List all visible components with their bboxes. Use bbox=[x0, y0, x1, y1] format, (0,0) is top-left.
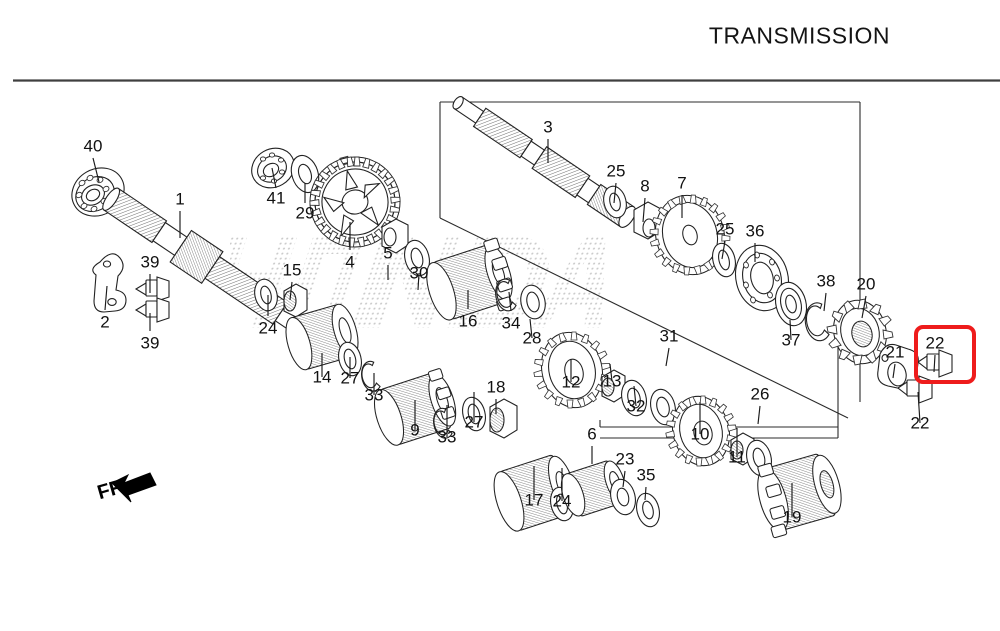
callout-number-24: 24 bbox=[258, 318, 278, 338]
part-13-needle-bearing bbox=[601, 369, 626, 403]
part-20-drive-sprocket bbox=[826, 298, 894, 366]
part-14-mainshaft-fifth-gear bbox=[285, 303, 359, 371]
callout-number-35: 35 bbox=[636, 465, 656, 485]
callout-number-24: 24 bbox=[552, 491, 572, 511]
callout-number-33: 33 bbox=[364, 385, 384, 405]
part-28-spline-washer bbox=[520, 284, 546, 320]
part-19-countershaft-sixth-gear bbox=[757, 453, 842, 539]
callout-number-20: 20 bbox=[856, 274, 876, 294]
part-39-bolt-lower bbox=[134, 297, 170, 323]
callout-number-25: 25 bbox=[606, 161, 626, 181]
part-32-spline-washer bbox=[621, 379, 647, 417]
callout-number-25: 25 bbox=[715, 219, 735, 239]
part-37-oil-seal bbox=[774, 281, 808, 327]
part-25-thrust-washer-1 bbox=[603, 185, 627, 219]
callout-number-2: 2 bbox=[100, 312, 110, 332]
callout-number-22: 22 bbox=[910, 413, 930, 433]
callout-number-41: 41 bbox=[266, 188, 286, 208]
part-9-mainshaft-third-gear bbox=[373, 368, 457, 446]
callout-number-9: 9 bbox=[410, 420, 420, 440]
callout-number-16: 16 bbox=[458, 311, 478, 331]
callout-number-37: 37 bbox=[781, 330, 801, 350]
callout-number-18: 18 bbox=[486, 377, 506, 397]
callout-number-39: 39 bbox=[140, 333, 160, 353]
callout-number-33: 33 bbox=[437, 427, 457, 447]
callout-number-7: 7 bbox=[677, 173, 687, 193]
page-header: TRANSMISSION bbox=[0, 0, 1000, 82]
callout-number-13: 13 bbox=[602, 371, 622, 391]
highlight-box-part-22 bbox=[914, 325, 976, 384]
part-25-thrust-washer-2 bbox=[712, 242, 736, 278]
diagram-canvas bbox=[0, 82, 1000, 631]
callout-number-27: 27 bbox=[340, 368, 360, 388]
part-30-thrust-washer bbox=[404, 239, 430, 277]
callout-number-10: 10 bbox=[690, 424, 710, 444]
part-33-snap-ring bbox=[361, 360, 381, 392]
callout-number-19: 19 bbox=[782, 507, 802, 527]
callout-number-5: 5 bbox=[383, 243, 393, 263]
part-12-countershaft-third-gear bbox=[533, 331, 611, 409]
part-23-thrust-washer bbox=[610, 478, 636, 516]
callout-number-4: 4 bbox=[345, 252, 355, 272]
part-39-bolt-upper bbox=[134, 276, 170, 302]
callout-number-26: 26 bbox=[750, 384, 770, 404]
callout-number-8: 8 bbox=[640, 176, 650, 196]
callout-number-15: 15 bbox=[282, 260, 302, 280]
part-18-needle-bearing bbox=[489, 398, 518, 439]
part-15-needle-bearing bbox=[283, 283, 308, 318]
part-35-thrust-washer bbox=[636, 492, 660, 528]
callout-number-29: 29 bbox=[295, 203, 315, 223]
part-24-thrust-washer bbox=[254, 278, 278, 312]
front-orientation-marker: FR. bbox=[55, 474, 165, 533]
callout-number-3: 3 bbox=[543, 117, 553, 137]
callout-number-27: 27 bbox=[464, 412, 484, 432]
part-34-snap-ring bbox=[495, 278, 517, 312]
callout-number-11: 11 bbox=[728, 447, 746, 467]
part-33-snap-ring-2 bbox=[433, 407, 453, 439]
part-36-ball-bearing bbox=[734, 244, 790, 312]
part-31-spline-washer bbox=[650, 388, 676, 426]
exploded-parts-illustration bbox=[71, 96, 953, 539]
part-38-snap-ring bbox=[804, 302, 830, 342]
callout-number-38: 38 bbox=[816, 271, 836, 291]
callout-number-17: 17 bbox=[524, 490, 544, 510]
part-2-bearing-set-plate bbox=[92, 253, 127, 313]
part-7-countershaft-fourth-gear bbox=[649, 194, 731, 276]
callout-number-23: 23 bbox=[615, 449, 635, 469]
callout-number-1: 1 bbox=[175, 189, 185, 209]
part-10-countershaft-second-gear bbox=[665, 395, 737, 467]
callout-number-39: 39 bbox=[140, 252, 160, 272]
callout-number-40: 40 bbox=[83, 136, 103, 156]
callout-number-22: 22 bbox=[925, 333, 945, 353]
callout-number-32: 32 bbox=[626, 396, 646, 416]
front-direction-arrow-icon bbox=[111, 472, 157, 503]
callout-number-31: 31 bbox=[659, 326, 679, 346]
page-title: TRANSMISSION bbox=[708, 22, 890, 49]
callout-number-28: 28 bbox=[522, 328, 542, 348]
callout-number-14: 14 bbox=[312, 367, 332, 387]
callout-number-30: 30 bbox=[409, 263, 429, 283]
header-divider bbox=[13, 79, 1000, 82]
callout-number-36: 36 bbox=[745, 221, 765, 241]
callout-leader-lines bbox=[92, 139, 936, 517]
callout-number-34: 34 bbox=[501, 313, 521, 333]
callout-number-21: 21 bbox=[885, 342, 905, 362]
callout-number-6: 6 bbox=[587, 424, 597, 444]
part-22-bolt-highlighted bbox=[917, 349, 953, 378]
callout-number-12: 12 bbox=[561, 372, 581, 392]
